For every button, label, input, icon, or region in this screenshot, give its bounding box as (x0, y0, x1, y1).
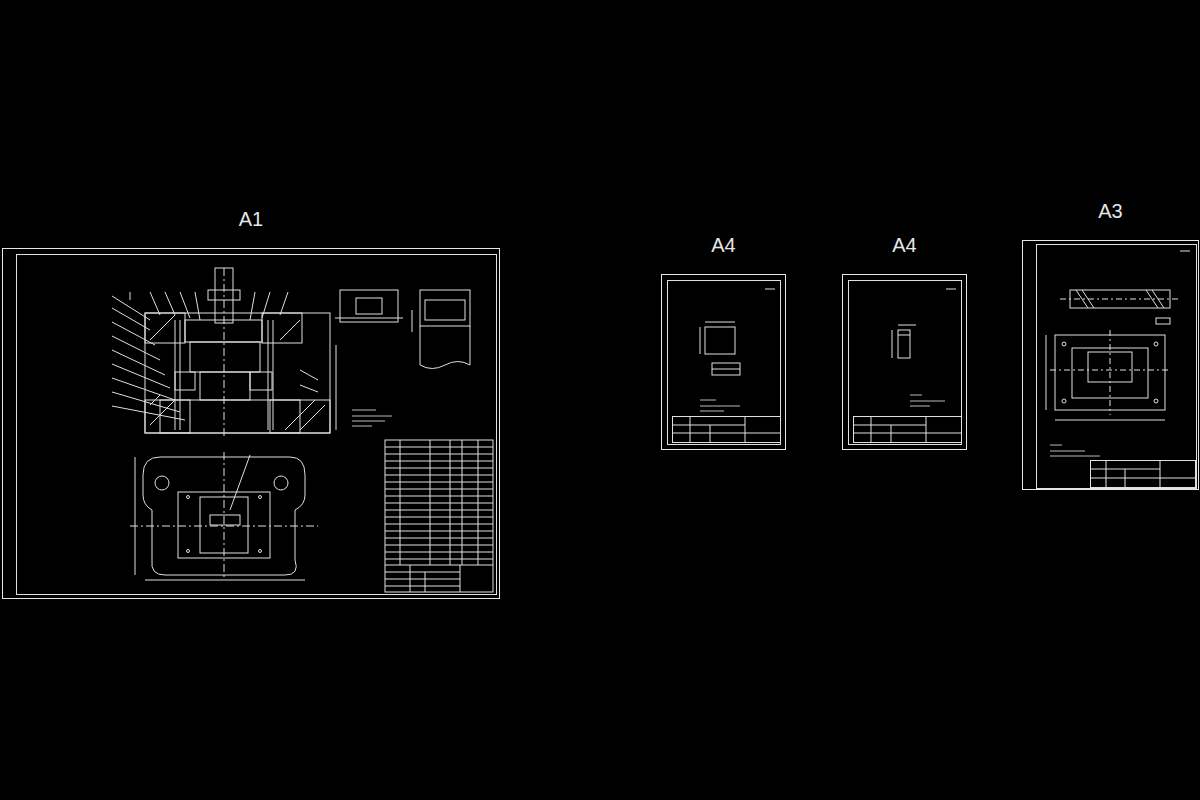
a4-contents (849, 281, 962, 445)
sheet-size-label: A4 (843, 233, 966, 257)
a4-contents (668, 281, 781, 445)
sheet-size-label: A1 (3, 207, 499, 231)
drawing-sheet: A1 (2, 248, 500, 599)
sheet-size-label: A3 (1023, 199, 1198, 223)
sheet-size-label: A4 (662, 233, 785, 257)
drawing-sheet: A4 (842, 274, 967, 450)
a3-contents (1037, 245, 1197, 489)
drawing-sheet: A4 (661, 274, 786, 450)
drawing-sheet: A3 (1022, 240, 1199, 490)
a1-contents (17, 255, 497, 595)
